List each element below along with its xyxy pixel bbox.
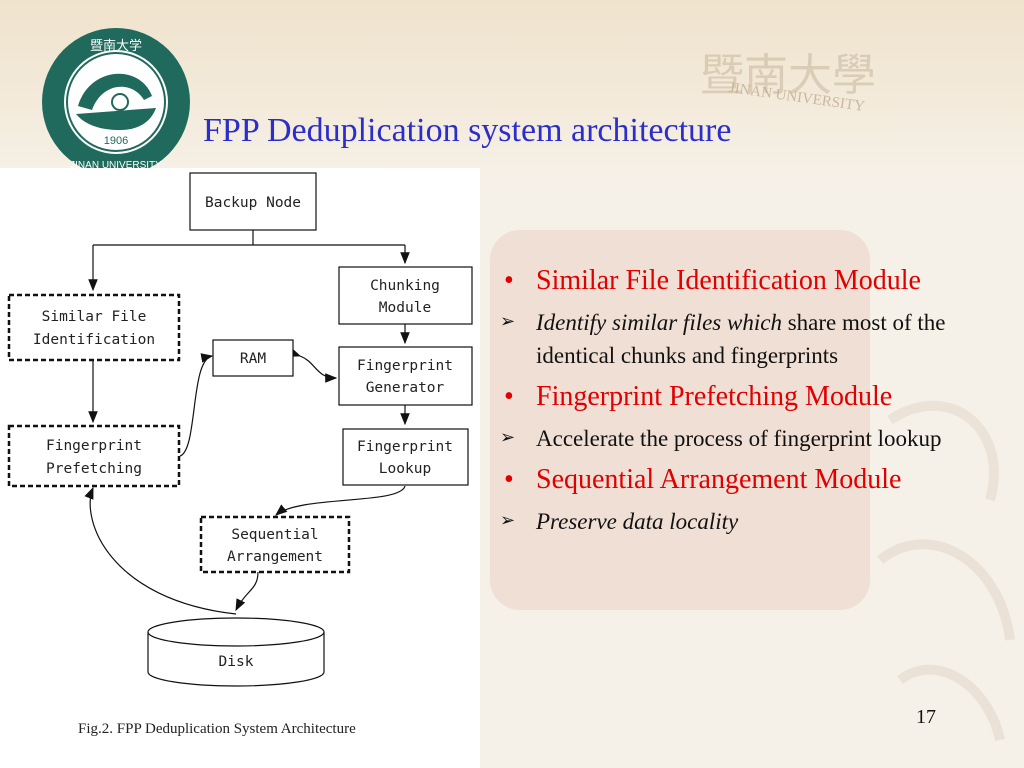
bullet-sequential: • Sequential Arrangement Module — [496, 463, 1016, 497]
arrow-disk-to-prefetch — [84, 486, 237, 615]
page-number: 17 — [916, 706, 936, 728]
node-chunking: Chunking Module — [338, 266, 473, 325]
node-backup: Backup Node — [189, 172, 317, 231]
node-ram-label: RAM — [240, 351, 266, 367]
slide-title: FPP Deduplication system architecture — [203, 112, 732, 149]
node-fp-prefetching: Fingerprint Prefetching — [7, 424, 181, 488]
sub-bullet-italic: Preserve data locality — [536, 508, 739, 534]
logo-year: 1906 — [104, 135, 128, 147]
arrow-bullet-icon: ➢ — [500, 509, 516, 530]
node-prefetch-label-2: Prefetching — [46, 461, 142, 477]
architecture-diagram-panel: Backup Node Chunking Module Similar File… — [0, 168, 480, 768]
bullet-heading: Sequential Arrangement Module — [536, 464, 902, 496]
logo-english-name: JINAN UNIVERSITY — [70, 160, 162, 171]
arrow-bullet-icon: ➢ — [500, 310, 516, 331]
node-ram: RAM — [212, 339, 294, 377]
node-similar-label-1: Similar File — [42, 309, 147, 325]
node-chunking-label-2: Module — [379, 300, 431, 316]
bullet-heading: Similar File Identification Module — [536, 265, 921, 296]
brush-pattern — [876, 400, 1015, 742]
diagram-connectors — [84, 230, 410, 615]
sub-bullet-fp-prefetching: ➢ Accelerate the process of fingerprint … — [496, 422, 1016, 455]
sub-bullet-rest: share most of the identical chunks and f… — [536, 309, 946, 368]
bullet-heading: Fingerprint Prefetching Module — [536, 381, 893, 413]
node-sequential: Sequential Arrangement — [199, 515, 351, 574]
bullet-list: • Similar File Identification Module ➢ I… — [496, 264, 1016, 546]
logo-chinese-name: 暨南大学 — [90, 38, 142, 54]
node-generator-label-2: Generator — [366, 380, 445, 396]
node-similar-file: Similar File Identification — [7, 293, 181, 362]
sub-bullet-text: Identify similar files which share most … — [536, 306, 1016, 373]
arrow-lookup-to-sequential — [275, 485, 406, 516]
arrow-bullet-icon: ➢ — [500, 426, 516, 447]
node-chunking-label-1: Chunking — [370, 278, 440, 294]
node-backup-label: Backup Node — [205, 195, 301, 211]
bullet-fp-prefetching: • Fingerprint Prefetching Module — [496, 380, 1016, 414]
node-sequential-label-1: Sequential — [231, 527, 318, 543]
node-lookup-label-1: Fingerprint — [357, 439, 453, 455]
bullet-dot: • — [504, 381, 514, 413]
arrow-ram-generator — [288, 347, 338, 383]
arrow-sequential-to-disk — [235, 571, 259, 612]
university-logo: 1906 暨南大学 JINAN UNIVERSITY — [42, 28, 190, 176]
bullet-dot: • — [504, 464, 514, 496]
bullet-similar-file: • Similar File Identification Module — [496, 264, 1016, 298]
node-sequential-label-2: Arrangement — [227, 549, 323, 565]
node-disk-label: Disk — [219, 654, 254, 670]
sub-bullet-text: Accelerate the process of fingerprint lo… — [536, 425, 942, 451]
node-prefetch-label-1: Fingerprint — [46, 438, 142, 454]
node-disk: Disk — [147, 617, 325, 687]
arrow-prefetch-to-ram — [179, 353, 214, 457]
seal-pattern — [490, 230, 870, 610]
sub-bullet-italic: Identify similar files which — [536, 309, 782, 335]
node-lookup-label-2: Lookup — [379, 461, 431, 477]
node-fp-lookup: Fingerprint Lookup — [342, 428, 469, 486]
diagram-caption: Fig.2. FPP Deduplication System Architec… — [78, 721, 356, 737]
node-generator-label-1: Fingerprint — [357, 358, 453, 374]
architecture-diagram: Backup Node Chunking Module Similar File… — [7, 172, 473, 687]
node-similar-label-2: Identification — [33, 332, 155, 348]
watermark-chinese: 暨南大學 — [700, 50, 876, 101]
node-fp-generator: Fingerprint Generator — [338, 346, 473, 406]
sub-bullet-similar-file: ➢ Identify similar files which share mos… — [496, 306, 1016, 373]
sub-bullet-sequential: ➢ Preserve data locality — [496, 505, 1016, 538]
watermark-chinese-text: 暨南大學 — [700, 50, 876, 101]
bullet-dot: • — [504, 265, 514, 296]
